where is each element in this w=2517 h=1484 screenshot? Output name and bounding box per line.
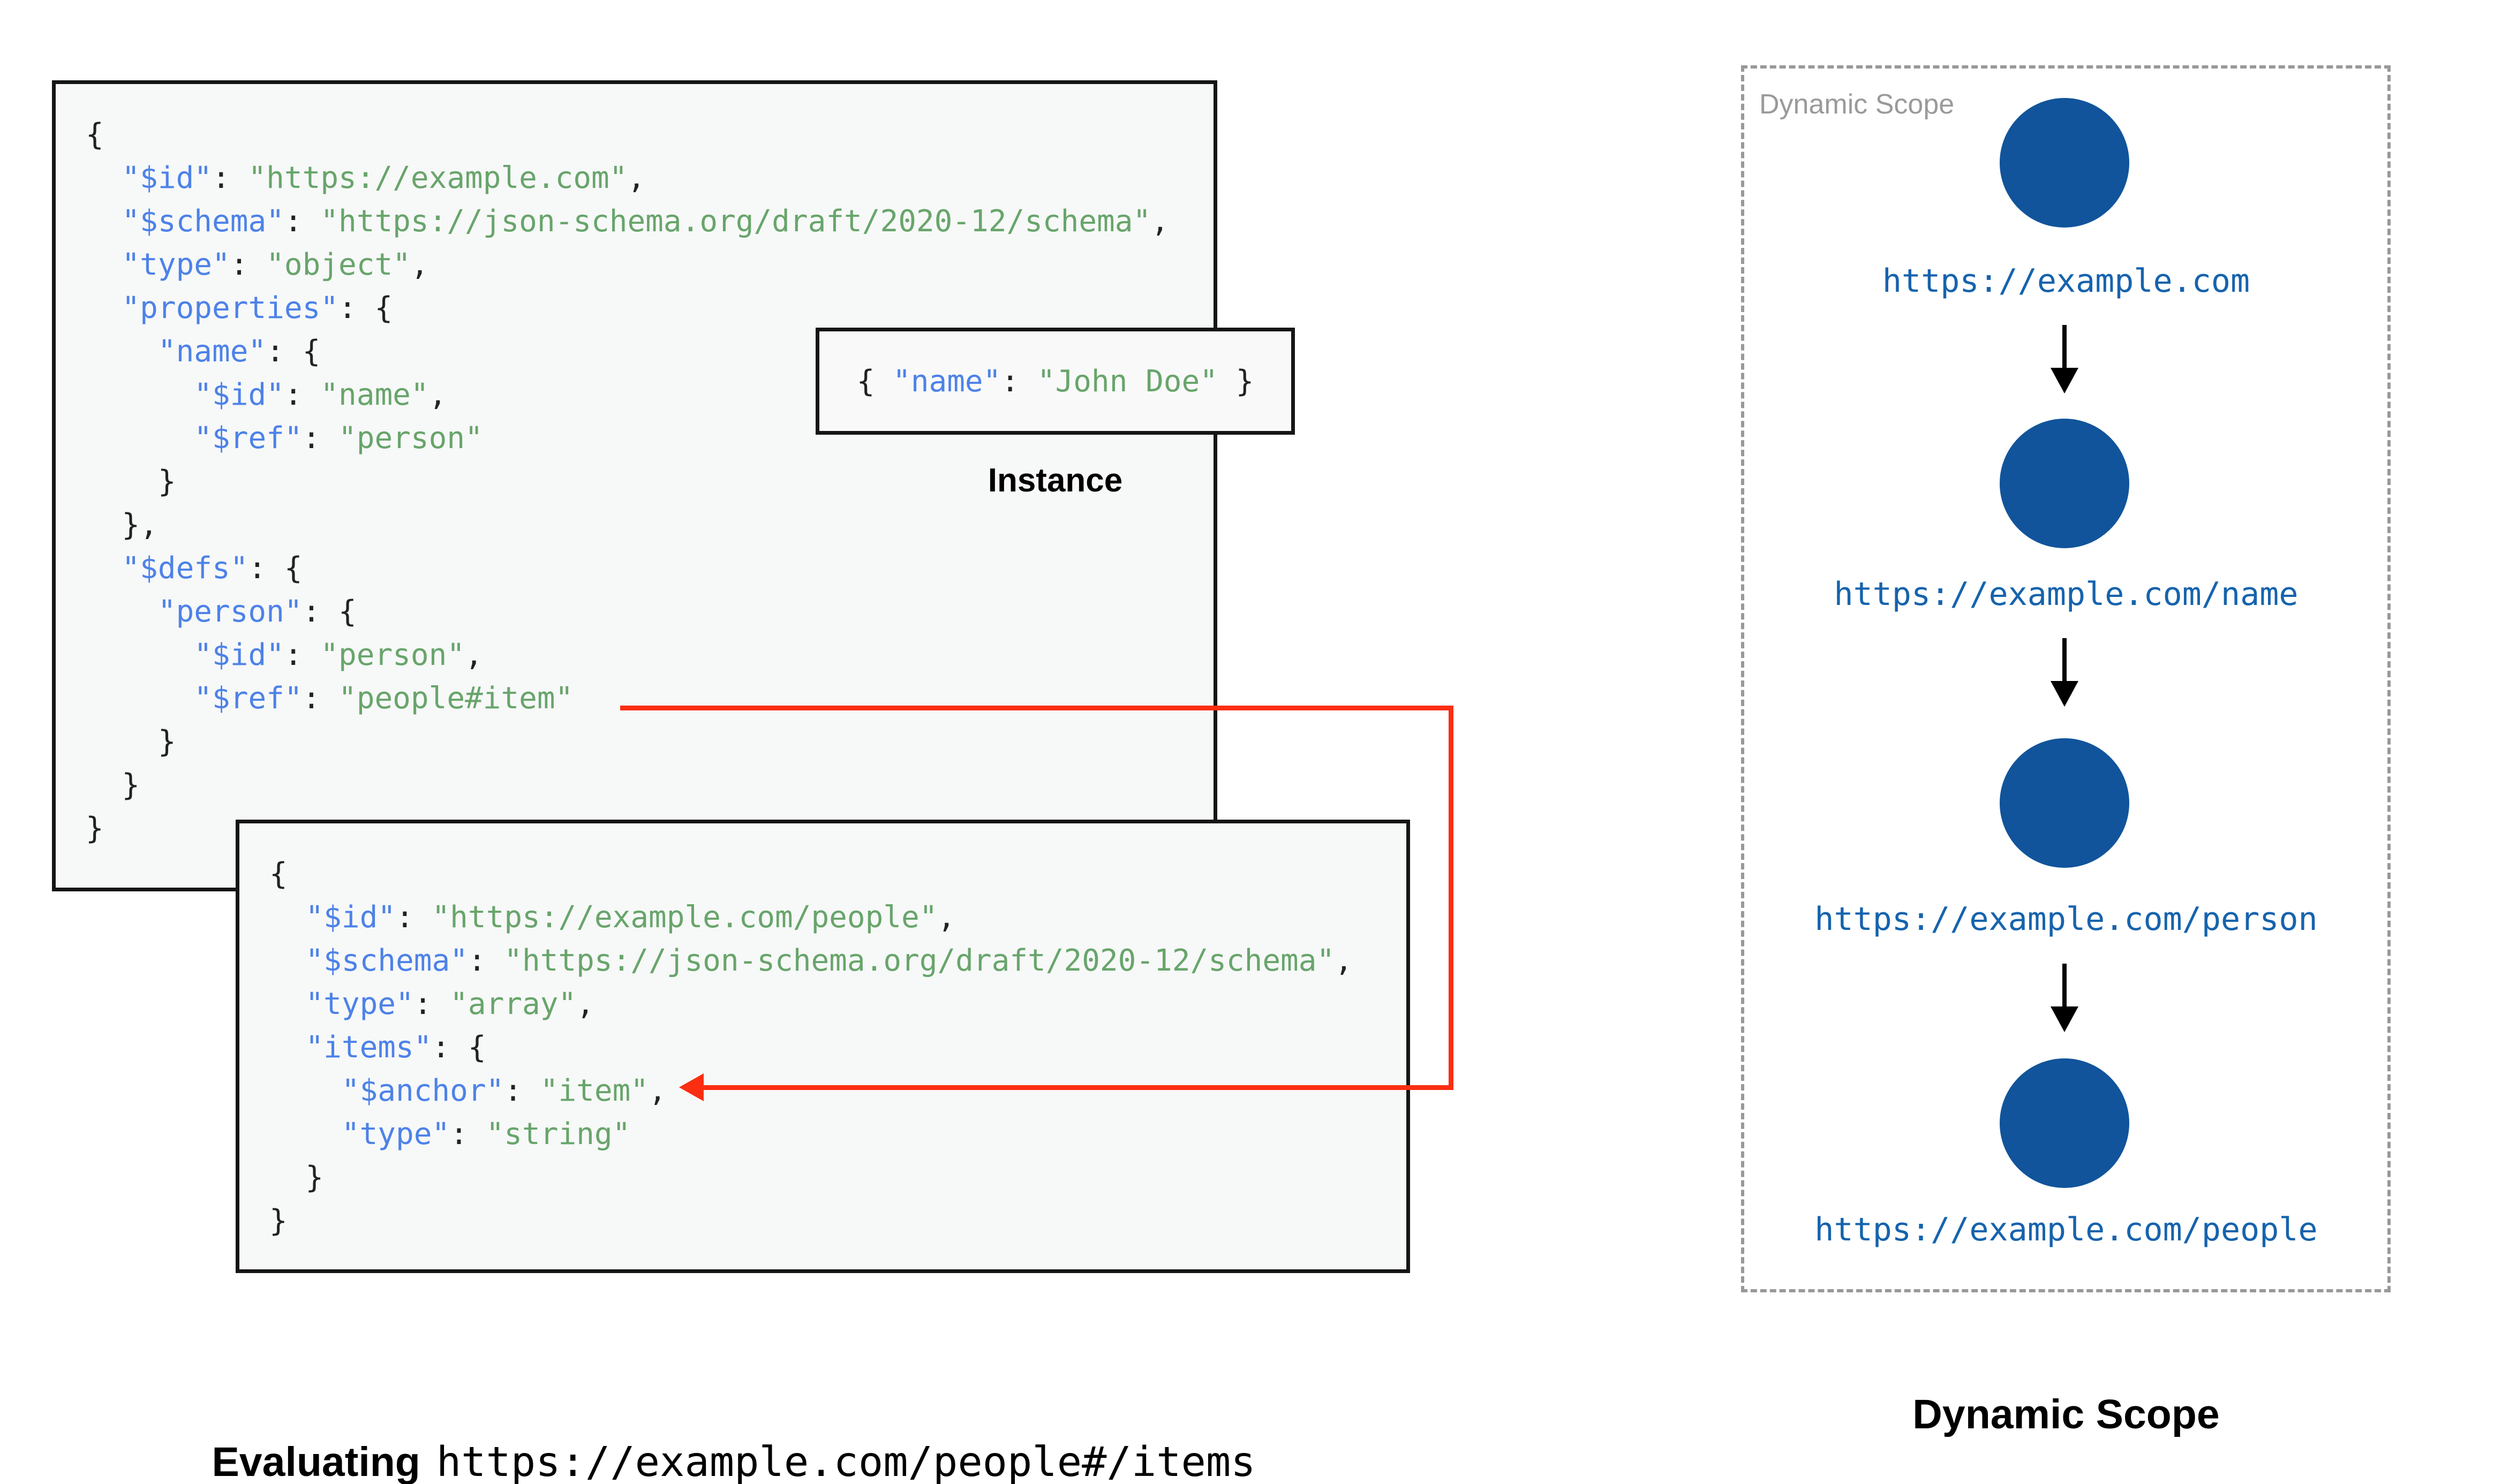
scope-node-circle-3 xyxy=(2000,738,2129,868)
ref-arrow-segment-vertical xyxy=(1449,706,1453,1090)
people-schema-box: { "$id": "https://example.com/people", "… xyxy=(236,820,1410,1273)
down-arrow-icon-3 xyxy=(2051,1006,2078,1032)
scope-node-url-4: https://example.com/people xyxy=(1814,1211,2318,1248)
scope-node-circle-1 xyxy=(2000,98,2129,228)
down-arrow-icon-2 xyxy=(2051,681,2078,707)
ref-arrow-segment-bottom xyxy=(703,1085,1453,1090)
instance-label: Instance xyxy=(988,462,1123,499)
evaluating-caption-bold: Evaluating xyxy=(212,1439,420,1484)
dynamic-scope-caption: Dynamic Scope xyxy=(1912,1391,2220,1437)
root-schema-code: { "$id": "https://example.com", "$schema… xyxy=(86,117,1169,846)
down-arrow-icon-1 xyxy=(2051,368,2078,393)
scope-node-circle-2 xyxy=(2000,419,2129,548)
down-arrow-shaft-3 xyxy=(2062,964,2067,1009)
down-arrow-shaft-2 xyxy=(2062,638,2067,683)
down-arrow-shaft-1 xyxy=(2062,325,2067,370)
scope-node-circle-4 xyxy=(2000,1058,2129,1188)
instance-code: { "name": "John Doe" } xyxy=(856,364,1254,399)
dynamic-scope-watermark: Dynamic Scope xyxy=(1759,89,1955,120)
root-schema-box: { "$id": "https://example.com", "$schema… xyxy=(52,80,1217,891)
people-schema-code: { "$id": "https://example.com/people", "… xyxy=(269,857,1353,1238)
scope-node-url-2: https://example.com/name xyxy=(1834,576,2299,613)
instance-box: { "name": "John Doe" } xyxy=(816,328,1295,435)
ref-arrowhead-icon xyxy=(679,1073,704,1101)
evaluating-caption-uri: https://example.com/people#/items xyxy=(436,1438,1256,1484)
scope-node-url-1: https://example.com xyxy=(1882,262,2250,300)
scope-node-url-3: https://example.com/person xyxy=(1814,900,2318,938)
dynamic-scope-panel xyxy=(1741,65,2391,1292)
ref-arrow-segment-top xyxy=(620,706,1453,710)
evaluating-caption: Evaluating https://example.com/people#/it… xyxy=(112,1391,1256,1484)
